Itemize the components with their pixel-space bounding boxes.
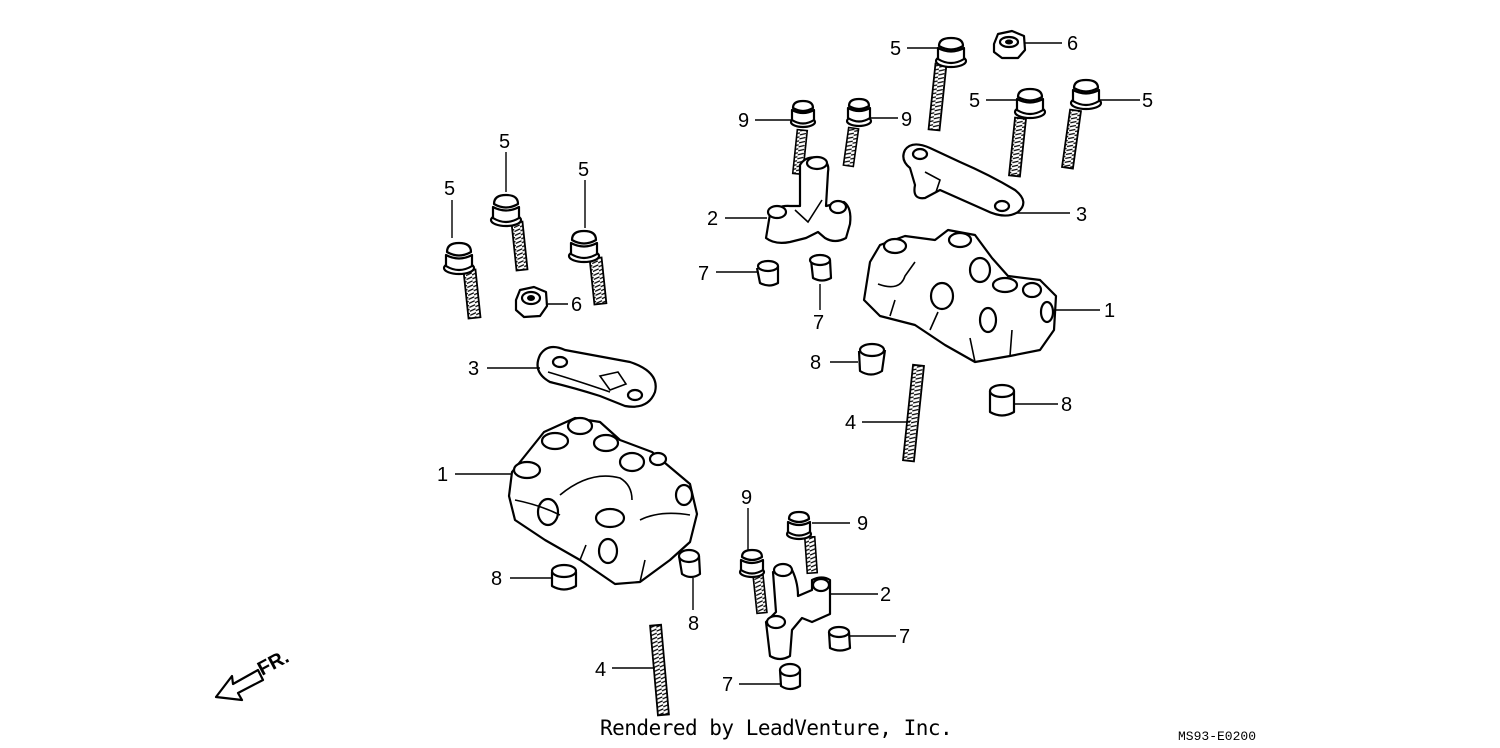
callout-8: 8	[810, 352, 821, 374]
flange-bolt-part	[927, 36, 968, 132]
dowel-pin-collar-part	[677, 548, 702, 579]
callout-9: 9	[738, 110, 749, 132]
callout-5: 5	[1142, 90, 1153, 112]
dowel-pin-part	[808, 253, 833, 282]
callout-6: 6	[1067, 33, 1078, 55]
callout-1: 1	[1104, 300, 1115, 322]
callout-9: 9	[741, 487, 752, 509]
callout-3: 3	[468, 358, 479, 380]
flange-bolt-part	[1008, 87, 1047, 178]
callout-6: 6	[571, 294, 582, 316]
stud-bolt-part	[902, 363, 925, 463]
front-direction-arrow-icon	[214, 668, 265, 702]
callout-3: 3	[1076, 204, 1087, 226]
flange-bolt-part	[567, 229, 608, 306]
flange-bolt-small-part	[738, 548, 768, 615]
rocker-arm-holder-part	[862, 228, 1058, 364]
stud-bolt-part	[649, 623, 670, 717]
flange-bolt-part	[489, 193, 529, 272]
footer-credit: Rendered by LeadVenture, Inc.	[600, 716, 953, 740]
dowel-pin-collar-part	[857, 342, 887, 376]
flange-nut-part	[992, 29, 1027, 60]
callout-8: 8	[688, 613, 699, 635]
callout-5: 5	[890, 38, 901, 60]
callout-5: 5	[499, 131, 510, 153]
callout-4: 4	[595, 659, 606, 681]
flange-bolt-part	[1060, 78, 1103, 170]
camshaft-holder-part	[764, 562, 832, 661]
dowel-pin-collar-part	[988, 383, 1016, 417]
callout-9: 9	[901, 109, 912, 131]
callout-5: 5	[578, 159, 589, 181]
flange-bolt-small-part	[785, 510, 819, 575]
dowel-pin-part	[755, 259, 780, 287]
oil-orifice-plate-part	[902, 143, 1025, 217]
callout-1: 1	[437, 464, 448, 486]
dowel-pin-part	[778, 662, 802, 691]
callout-7: 7	[722, 674, 733, 696]
callout-numbers: 5 5 5 6 3 1 8 8 4 9 9 2 7 7 9 9 2 7 7 5 …	[437, 33, 1153, 696]
dowel-pin-collar-part	[550, 563, 578, 591]
callout-9: 9	[857, 513, 868, 535]
camshaft-holder-part	[764, 155, 852, 244]
callout-7: 7	[813, 312, 824, 334]
rocker-arm-holder-part	[507, 416, 699, 586]
callout-8: 8	[491, 568, 502, 590]
flange-bolt-part	[442, 241, 482, 320]
callout-7: 7	[899, 626, 910, 648]
leader-lines	[451, 42, 1140, 685]
flange-bolt-small-part	[842, 97, 873, 168]
oil-orifice-plate-part	[536, 345, 657, 408]
callout-5: 5	[969, 90, 980, 112]
dowel-pin-part	[827, 625, 852, 652]
callout-2: 2	[880, 584, 891, 606]
callout-5: 5	[444, 178, 455, 200]
callout-2: 2	[707, 208, 718, 230]
callout-4: 4	[845, 412, 856, 434]
callout-7: 7	[698, 263, 709, 285]
diagram-code: MS93-E0200	[1178, 729, 1257, 744]
flange-bolt-small-part	[789, 99, 817, 176]
flange-nut-part	[514, 285, 549, 319]
callout-8: 8	[1061, 394, 1072, 416]
